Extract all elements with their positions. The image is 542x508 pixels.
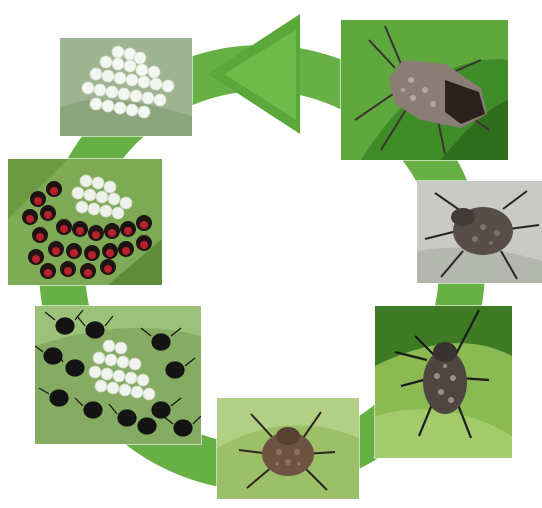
adult-stink-bug-icon (341, 20, 508, 160)
fifth-instar-photo (417, 181, 542, 283)
nymph-icon (375, 306, 512, 458)
eggs-photo (60, 38, 192, 136)
third-instar-photo (217, 398, 359, 499)
second-instar-photo (35, 306, 201, 444)
first-instar-photo (8, 159, 162, 285)
fourth-instar-photo (375, 306, 512, 458)
nymph-icon (217, 398, 359, 499)
hatchling-cluster-icon (8, 159, 162, 285)
adult-photo (341, 20, 508, 160)
egg-cluster-icon (60, 38, 192, 136)
young-nymph-cluster-icon (35, 306, 201, 444)
nymph-icon (417, 181, 542, 283)
